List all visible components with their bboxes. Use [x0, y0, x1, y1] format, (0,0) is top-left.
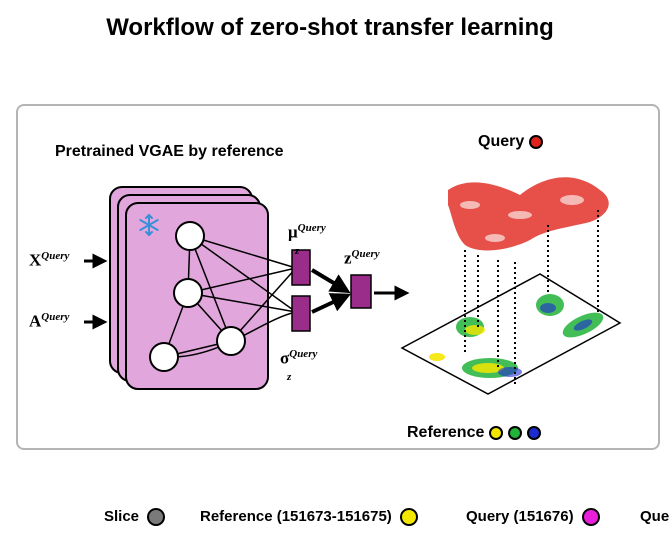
reference-tissue-blobs	[429, 294, 604, 378]
query-cloud-label: Query	[478, 133, 544, 151]
figure-title: Workflow of zero-shot transfer learning	[106, 14, 554, 41]
query-magenta-dot	[581, 508, 600, 527]
sigma-box	[291, 295, 311, 332]
reference-green-dot	[508, 425, 523, 440]
legend-slice: Slice	[104, 508, 166, 527]
reference-slice-label: Reference	[407, 424, 542, 442]
a-query-label: AQuery	[29, 311, 70, 331]
bottom-legend: Slice Reference (151673-151675) Query (1…	[0, 508, 672, 532]
legend-reference: Reference (151673-151675)	[200, 508, 418, 527]
z-box	[350, 274, 372, 309]
graph-node	[173, 278, 203, 308]
reference-blue-dot	[527, 425, 542, 440]
slice-color-dot	[147, 508, 166, 527]
sigma-label: σQuery z	[280, 348, 318, 383]
mu-box	[291, 249, 311, 286]
reference-color-dot	[399, 508, 418, 527]
workflow-panel	[16, 104, 660, 450]
graph-node	[175, 221, 205, 251]
snowflake-icon	[139, 214, 159, 236]
projection-lines	[464, 210, 599, 385]
z-query-label: zQuery	[344, 248, 380, 268]
x-query-label: XQuery	[29, 250, 70, 270]
mu-label: μQuery z	[288, 222, 326, 257]
reference-yellow-dot	[489, 425, 504, 440]
panel-title: Pretrained VGAE by reference	[55, 143, 284, 160]
reference-slice-plane	[400, 273, 622, 395]
query-color-dot	[529, 134, 544, 149]
graph-node	[149, 342, 179, 372]
graph-node	[216, 326, 246, 356]
graph-nodes	[149, 221, 246, 372]
legend-query: Query (151676)	[466, 508, 600, 527]
legend-truncated: Que	[640, 508, 670, 525]
